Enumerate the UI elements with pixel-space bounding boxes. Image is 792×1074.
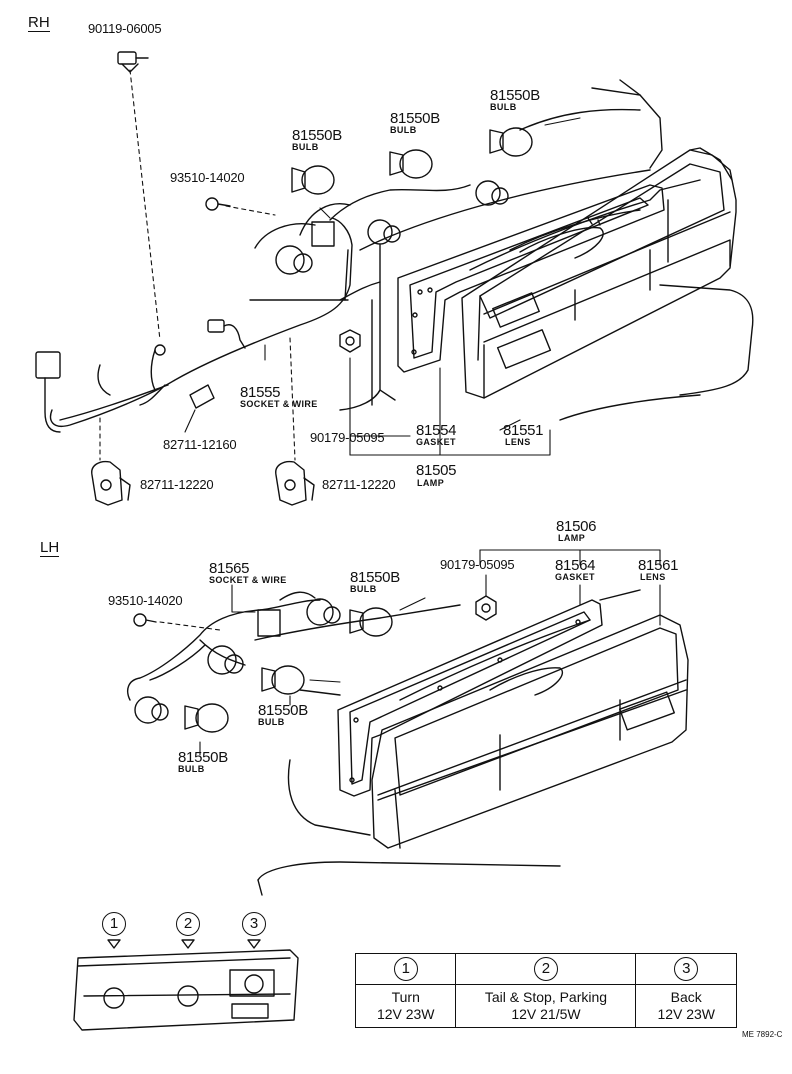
rh-bulb-c bbox=[489, 127, 533, 157]
rh-screw-93510 bbox=[205, 197, 231, 211]
rh-clamp-right bbox=[275, 460, 315, 506]
rh-bulb-c-pn: 81550B bbox=[490, 87, 540, 104]
lh-gasket-outline bbox=[337, 599, 603, 797]
lh-bulb-mid bbox=[261, 665, 305, 695]
inset-position-3: 3 bbox=[242, 912, 266, 936]
lh-lens-name: LENS bbox=[640, 572, 666, 582]
rh-nut-90179 bbox=[339, 329, 361, 353]
lh-lamp-housing bbox=[399, 619, 591, 701]
legend-col-1-spec: Turn 12V 23W bbox=[354, 984, 457, 1028]
rh-bolt-90119 bbox=[117, 51, 149, 73]
legend-col-1-num: 1 bbox=[354, 953, 457, 985]
rh-clamp-right-label: 82711-12220 bbox=[322, 477, 396, 492]
inset-position-1: 1 bbox=[102, 912, 126, 936]
rh-socket-wire-pn: 81555 bbox=[240, 384, 281, 401]
lh-socket-wire-harness bbox=[127, 591, 341, 724]
lh-lens-pn: 81561 bbox=[638, 557, 679, 574]
rh-lens-pn: 81551 bbox=[503, 422, 544, 439]
section-label-lh: LH bbox=[40, 539, 60, 557]
lh-leader-lines bbox=[159, 549, 661, 756]
lh-gasket-name: GASKET bbox=[555, 572, 595, 582]
lh-bulb-low-pn: 81550B bbox=[178, 749, 228, 766]
rh-bulb-a-pn: 81550B bbox=[292, 127, 342, 144]
legend-col-3-wattage: 12V 23W bbox=[657, 1006, 716, 1022]
rh-bulb-c-name: BULB bbox=[490, 102, 517, 112]
drawing-code: ME 7892-C bbox=[742, 1030, 783, 1039]
legend-col-3-num: 3 bbox=[635, 953, 737, 985]
rh-lens-name: LENS bbox=[505, 437, 531, 447]
lh-bulb-top bbox=[349, 607, 393, 637]
lh-bulb-low-name: BULB bbox=[178, 764, 205, 774]
rh-socket-wire-harness bbox=[35, 180, 509, 433]
rh-lamp-name: LAMP bbox=[417, 478, 445, 488]
lh-nut-90179 bbox=[475, 595, 497, 621]
legend-col-1-wattage: 12V 23W bbox=[376, 1006, 435, 1022]
lh-nut-label: 90179-05095 bbox=[440, 557, 515, 572]
legend-col-3-function: Back bbox=[670, 989, 702, 1005]
rh-bulb-a-name: BULB bbox=[292, 142, 319, 152]
lh-screw-label: 93510-14020 bbox=[108, 593, 183, 608]
legend-col-3-spec: Back 12V 23W bbox=[635, 984, 737, 1028]
legend-col-2-function: Tail & Stop, Parking bbox=[484, 989, 608, 1005]
legend-col-2-spec: Tail & Stop, Parking 12V 21/5W bbox=[455, 984, 637, 1028]
rh-lamp-pn: 81505 bbox=[416, 462, 457, 479]
lh-body-panel bbox=[254, 589, 641, 896]
rh-gasket-name: GASKET bbox=[416, 437, 456, 447]
rh-bolt-label: 90119-06005 bbox=[88, 21, 162, 36]
rh-bulb-a bbox=[291, 165, 335, 195]
rh-lens bbox=[461, 147, 737, 399]
lh-gasket-pn: 81564 bbox=[555, 557, 596, 574]
lh-screw-93510 bbox=[133, 613, 157, 627]
rh-lamp-housing bbox=[469, 179, 701, 271]
rh-screw-label: 93510-14020 bbox=[170, 170, 245, 185]
lh-socket-wire-name: SOCKET & WIRE bbox=[209, 575, 287, 585]
rh-leader-lines bbox=[99, 69, 581, 461]
lh-bulb-top-pn: 81550B bbox=[350, 569, 400, 586]
rh-socket-wire-name: SOCKET & WIRE bbox=[240, 399, 318, 409]
bulb-position-inset bbox=[73, 939, 299, 1031]
legend-header-row: 1 2 3 bbox=[354, 953, 737, 985]
rh-connector-label: 82711-12160 bbox=[163, 437, 237, 452]
rh-nut-label: 90179-05095 bbox=[310, 430, 385, 445]
lh-bulb-top-name: BULB bbox=[350, 584, 377, 594]
rh-clamp-left-label: 82711-12220 bbox=[140, 477, 214, 492]
rh-gasket-pn: 81554 bbox=[416, 422, 457, 439]
rh-bulb-b bbox=[389, 149, 433, 179]
section-label-rh: RH bbox=[28, 14, 50, 32]
legend-col-2-wattage: 12V 21/5W bbox=[511, 1006, 581, 1022]
legend-body-row: Turn 12V 23W Tail & Stop, Parking 12V 21… bbox=[354, 984, 737, 1028]
rh-bulb-b-pn: 81550B bbox=[390, 110, 440, 127]
lh-lens bbox=[371, 614, 689, 849]
lh-lamp-pn: 81506 bbox=[556, 518, 597, 535]
legend-col-1-function: Turn bbox=[391, 989, 420, 1005]
rh-bulb-b-name: BULB bbox=[390, 125, 417, 135]
lh-socket-wire-pn: 81565 bbox=[209, 560, 250, 577]
lh-bulb-low bbox=[184, 703, 229, 733]
lh-bulb-mid-pn: 81550B bbox=[258, 702, 308, 719]
lh-bulb-mid-name: BULB bbox=[258, 717, 285, 727]
inset-position-2: 2 bbox=[176, 912, 200, 936]
bulb-spec-legend: 1 2 3 Turn 12V 23W Tail & Stop, Parking … bbox=[354, 953, 737, 1028]
rh-gasket-outline bbox=[397, 184, 665, 373]
lh-lamp-name: LAMP bbox=[558, 533, 586, 543]
legend-col-2-num: 2 bbox=[455, 953, 637, 985]
rh-clamp-left bbox=[91, 460, 131, 506]
